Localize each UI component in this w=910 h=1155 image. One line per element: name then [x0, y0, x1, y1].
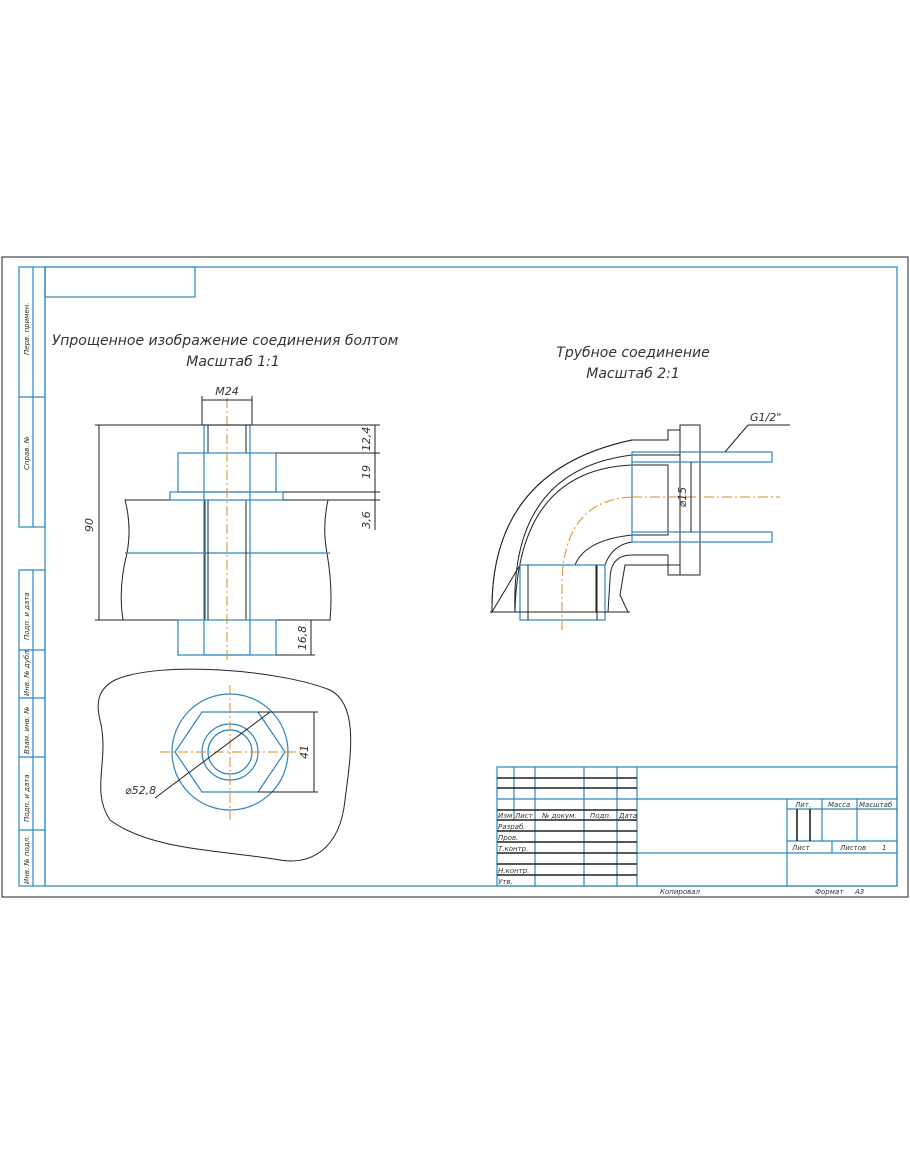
- dim-total: 90: [83, 518, 96, 532]
- role-label: Т.контр.: [498, 845, 528, 853]
- sheets-label: Листов: [839, 844, 866, 852]
- pipe-connection-view: Трубное соединение Масштаб 2:1 ⌀15 G1/2": [490, 345, 790, 630]
- side-label: Взам. инв. №: [23, 706, 31, 754]
- format-label: Формат: [815, 888, 844, 896]
- format-value: A3: [854, 888, 864, 896]
- dim-bottom-nut: 16,8: [296, 626, 309, 651]
- dim-across-flats: 41: [298, 745, 311, 759]
- bolt-view-title: Упрощенное изображение соединения болтом: [52, 333, 399, 349]
- header-sign: Подп.: [590, 812, 611, 820]
- dim-thread: M24: [215, 385, 239, 398]
- dim-nut: 19: [360, 465, 373, 479]
- lit-label: Лит.: [794, 801, 811, 809]
- side-label: Подп. и дата: [23, 592, 31, 640]
- pipe-view-scale: Масштаб 2:1: [586, 366, 680, 382]
- sheet-label: Лист: [791, 844, 811, 852]
- header-doc: № докум.: [541, 812, 577, 820]
- outer-frame: [1, 256, 909, 898]
- side-label: Справ. №: [23, 436, 31, 470]
- inner-frame: [44, 266, 898, 887]
- dim-pipe-thread: G1/2": [750, 411, 781, 424]
- side-label: Перв. примен.: [23, 302, 31, 355]
- side-strip: Перв. примен. Справ. № Подп. и дата Инв.…: [18, 266, 46, 887]
- role-label: Пров.: [498, 834, 518, 842]
- mass-label: Масса: [828, 801, 850, 809]
- bolt-top-view: 41 ⌀52,8: [97, 668, 352, 862]
- side-label: Подп. и дата: [23, 774, 31, 822]
- top-left-box: [44, 266, 196, 298]
- header-izm: Изм: [498, 812, 513, 820]
- sheets-count: 1: [882, 844, 886, 852]
- dim-washer: 3,6: [360, 511, 373, 529]
- bolt-view-scale: Масштаб 1:1: [186, 354, 280, 370]
- dim-pipe-diameter: ⌀15: [676, 487, 689, 508]
- role-label: Разраб.: [498, 823, 526, 831]
- header-list: Лист: [514, 812, 534, 820]
- role-label: Утв.: [498, 878, 513, 886]
- title-block: Изм Лист № докум. Подп. Дата Разраб. Про…: [496, 766, 898, 896]
- role-label: Н.контр.: [498, 867, 529, 875]
- bolt-connection-view: Упрощенное изображение соединения болтом…: [52, 333, 399, 660]
- side-label: Инв. № дубл.: [23, 648, 31, 696]
- pipe-view-title: Трубное соединение: [556, 345, 709, 361]
- dim-diameter: ⌀52,8: [125, 784, 156, 797]
- side-label: Инв. № подл.: [23, 836, 31, 884]
- scale-label: Масштаб: [859, 801, 893, 809]
- header-date: Дата: [618, 812, 637, 820]
- dim-end: 12,4: [360, 427, 373, 452]
- copied-label: Копировал: [660, 888, 701, 896]
